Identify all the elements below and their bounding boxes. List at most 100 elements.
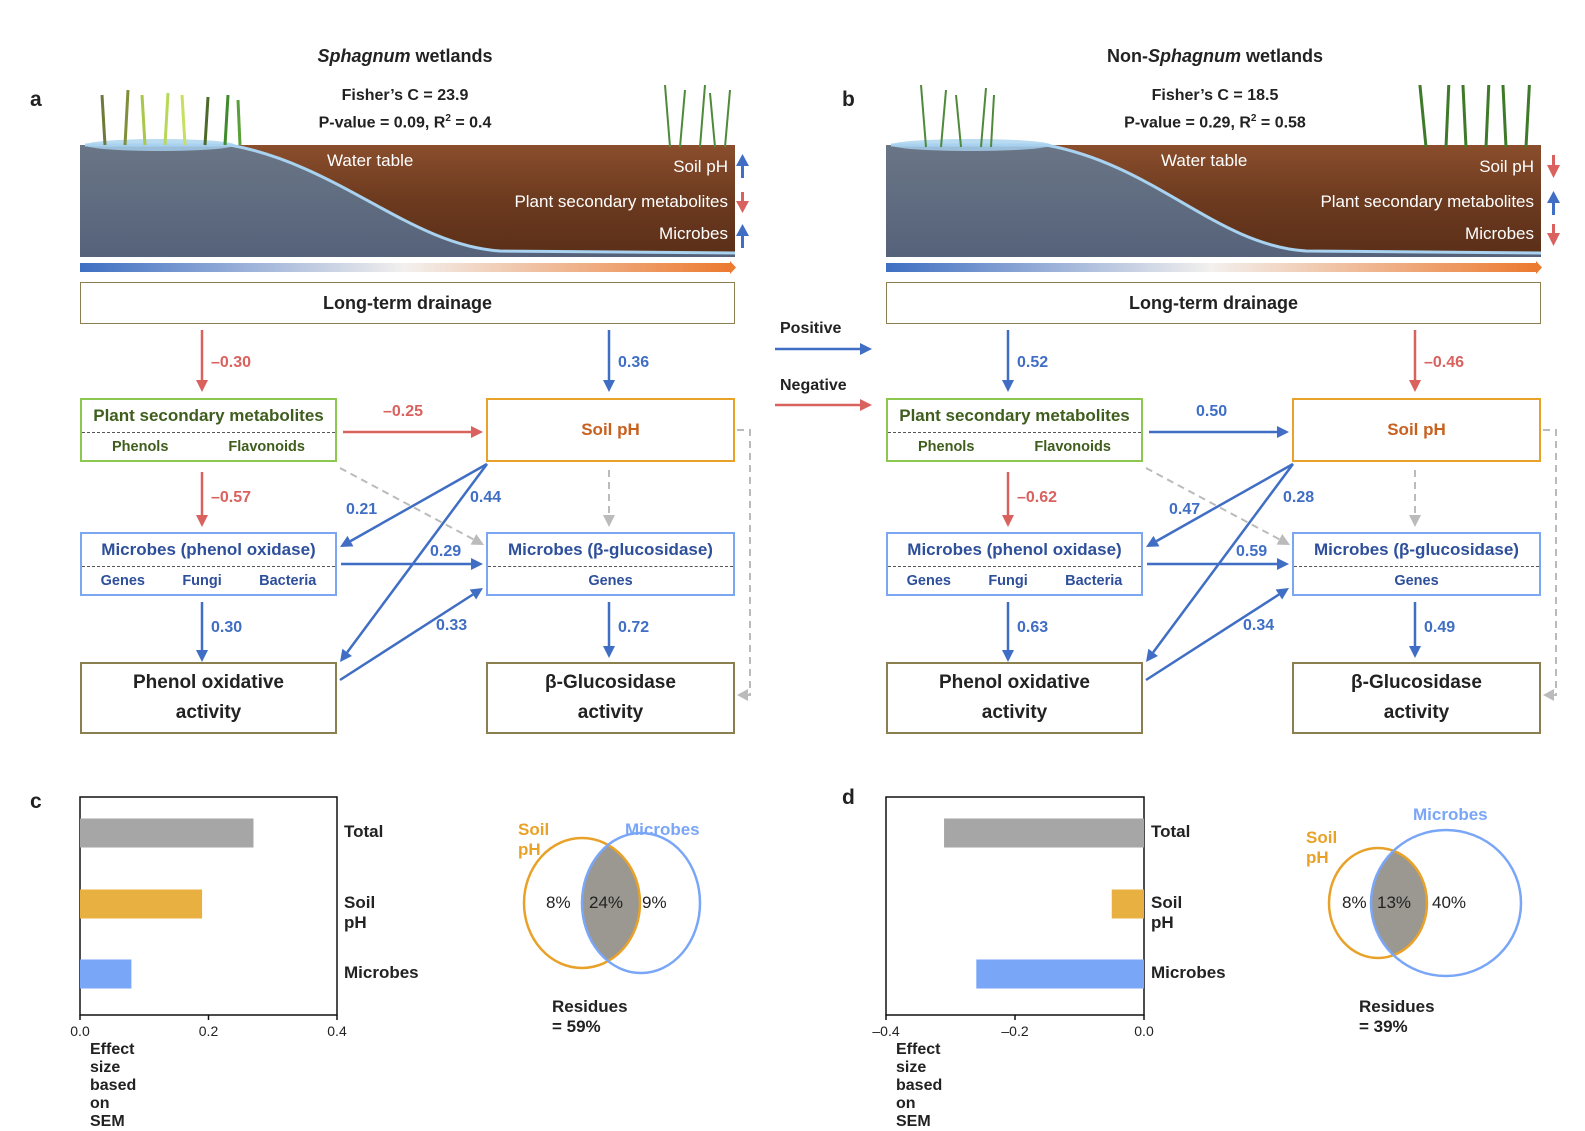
path-coefficient-ph-to-act-po: 0.44 [470, 489, 502, 506]
venn-only-soil-ph: 8% [546, 893, 571, 912]
venn-microbes-circle [580, 831, 702, 975]
path-coefficient-plant-to-ph: 0.50 [1196, 403, 1228, 420]
category-label: Microbes [344, 963, 419, 982]
positive-arrow-icon [775, 343, 872, 355]
scene-soil-ph-label: Soil pH [1479, 157, 1534, 176]
arrow-up-icon [736, 154, 749, 178]
node-drain: Long-term drainage [80, 282, 735, 324]
title-italic: Sphagnum [1147, 46, 1241, 66]
sub-item: Genes [906, 572, 951, 589]
path-mic-po-to-mic-bg [1147, 558, 1289, 570]
chart-svg [79, 796, 702, 1020]
venn-microbes-label: Microbes [625, 820, 700, 839]
node-abg: β-Glucosidase activity [486, 662, 735, 734]
bglucosidase-activity-line1: β-Glucosidase [545, 672, 676, 693]
path-plant-to-mic-bg-ns [1145, 467, 1290, 545]
bglucosidase-activity-line1: β-Glucosidase [1351, 672, 1482, 693]
phenol-activity-line1: Phenol oxidative [939, 672, 1090, 693]
node-apo: Phenol oxidative activity [886, 662, 1143, 734]
path-drainage-to-soil-ph [603, 330, 615, 392]
path-soil-ph-to-mic-po [340, 462, 488, 547]
bar-microbes [976, 959, 1144, 989]
category-label: Soil pH [1151, 893, 1183, 932]
venn-soil-ph-label: Soil pH [1306, 828, 1338, 867]
path-soil-ph-to-mic-bg-ns [603, 470, 615, 527]
category-label: Soil pH [344, 893, 376, 932]
scene-metabolites-label: Plant secondary metabolites [514, 192, 728, 211]
drainage-label: Long-term drainage [322, 292, 492, 313]
path-plant-to-mic-bg-ns [339, 467, 484, 545]
venn-soil-ph-circle [1327, 846, 1429, 960]
scene-microbes-label: Microbes [659, 224, 728, 243]
category-label: Total [1151, 822, 1191, 841]
scene-metabolites-label: Plant secondary metabolites [1320, 192, 1534, 211]
residues-label: Residues = 39% [1359, 997, 1435, 1036]
path-coefficient-mic-po-to-act-po: 0.63 [1017, 619, 1049, 636]
wetland-scene-a: Water table Soil pH Plant secondary meta… [80, 85, 740, 275]
path-mic-bg-to-bg-activity [603, 602, 615, 658]
node-mbg: Microbes (β-glucosidase)Genes [1292, 532, 1541, 596]
x-axis-title: Effect size based on SEM [896, 1041, 943, 1130]
path-coefficient-plant-to-mic-po: –0.57 [211, 489, 252, 506]
path-soil-ph-to-mic-po [1146, 462, 1294, 547]
panel-letter-b: b [842, 88, 855, 111]
venn-only-soil-ph: 8% [1342, 893, 1367, 912]
bar-soil-ph [80, 889, 203, 919]
fisher-c: Fisher’s C = 18.5 [1151, 87, 1279, 104]
venn-microbes-label: Microbes [1413, 805, 1488, 824]
venn-overlap [582, 838, 640, 968]
path-coefficient-drainage-to-ph: 0.36 [618, 354, 650, 371]
x-tick-label: 0.0 [70, 1023, 90, 1039]
bglucosidase-activity-line2: activity [577, 702, 644, 723]
scene-arrows-a [736, 154, 1560, 248]
path-coefficient-plant-to-mic-po: –0.62 [1017, 489, 1058, 506]
path-mic-po-to-phenol-activity [196, 602, 208, 662]
path-coefficient-act-po-to-mic-bg: 0.33 [436, 617, 468, 634]
path-coefficient-drainage-to-plant: 0.52 [1017, 354, 1049, 371]
arrow-down-icon [1547, 224, 1560, 246]
sub-item: Flavonoids [228, 438, 305, 455]
node-ph: Soil pH [1292, 398, 1541, 462]
path-coefficient-mic-po-to-mic-bg: 0.29 [430, 543, 462, 560]
path-plant-to-soil-ph [1149, 426, 1289, 438]
drainage-gradient-bar [80, 263, 730, 272]
water-table-label: Water table [1161, 151, 1248, 170]
sub-item: Phenols [918, 438, 975, 455]
path-phenol-activity-to-mic-bg [339, 588, 483, 682]
venn-overlap [1371, 848, 1427, 958]
path-phenol-activity-to-mic-bg [1145, 588, 1289, 682]
path-plant-to-soil-ph [343, 426, 483, 438]
path-plant-to-mic-po [1002, 472, 1014, 527]
microbes-bglucosidase-title: Microbes (β-glucosidase) [488, 540, 733, 567]
path-soil-ph-to-phenol-activity [1146, 463, 1295, 662]
microbes-bglucosidase-title: Microbes (β-glucosidase) [1294, 540, 1539, 567]
path-coefficient-mic-po-to-act-po: 0.30 [211, 619, 243, 636]
residues-label: Residues = 59% [552, 997, 628, 1036]
phenol-activity-line2: activity [981, 702, 1048, 723]
phenol-activity-line1: Phenol oxidative [133, 672, 284, 693]
node-mbg: Microbes (β-glucosidase)Genes [486, 532, 735, 596]
path-mic-bg-to-bg-activity [1409, 602, 1421, 658]
venn-microbes-circle [1369, 828, 1523, 978]
wetland-illustration [80, 85, 736, 274]
sub-item: Bacteria [1065, 572, 1123, 589]
venn-soil-ph-label: Soil pH [518, 820, 550, 859]
x-tick-label: 0.0 [1134, 1023, 1154, 1039]
microbes-phenol-oxidase-title: Microbes (phenol oxidase) [888, 540, 1141, 567]
microbes-bg-subitems: Genes [1294, 567, 1539, 589]
panel-b-fit-stats: Fisher’s C = 18.5 P-value = 0.29, R2 = 0… [1010, 84, 1420, 134]
legend-negative-label: Negative [780, 377, 847, 394]
arrow-up-icon [736, 224, 749, 248]
panel-letter-a: a [30, 88, 42, 111]
sem-paths [196, 330, 751, 701]
path-drainage-to-soil-ph [1409, 330, 1421, 392]
panel-a-title: Sphagnum wetlands [200, 46, 610, 67]
p-value-r2: P-value = 0.29, R2 = 0.58 [1124, 113, 1306, 132]
microbes-phenol-oxidase-title: Microbes (phenol oxidase) [82, 540, 335, 567]
